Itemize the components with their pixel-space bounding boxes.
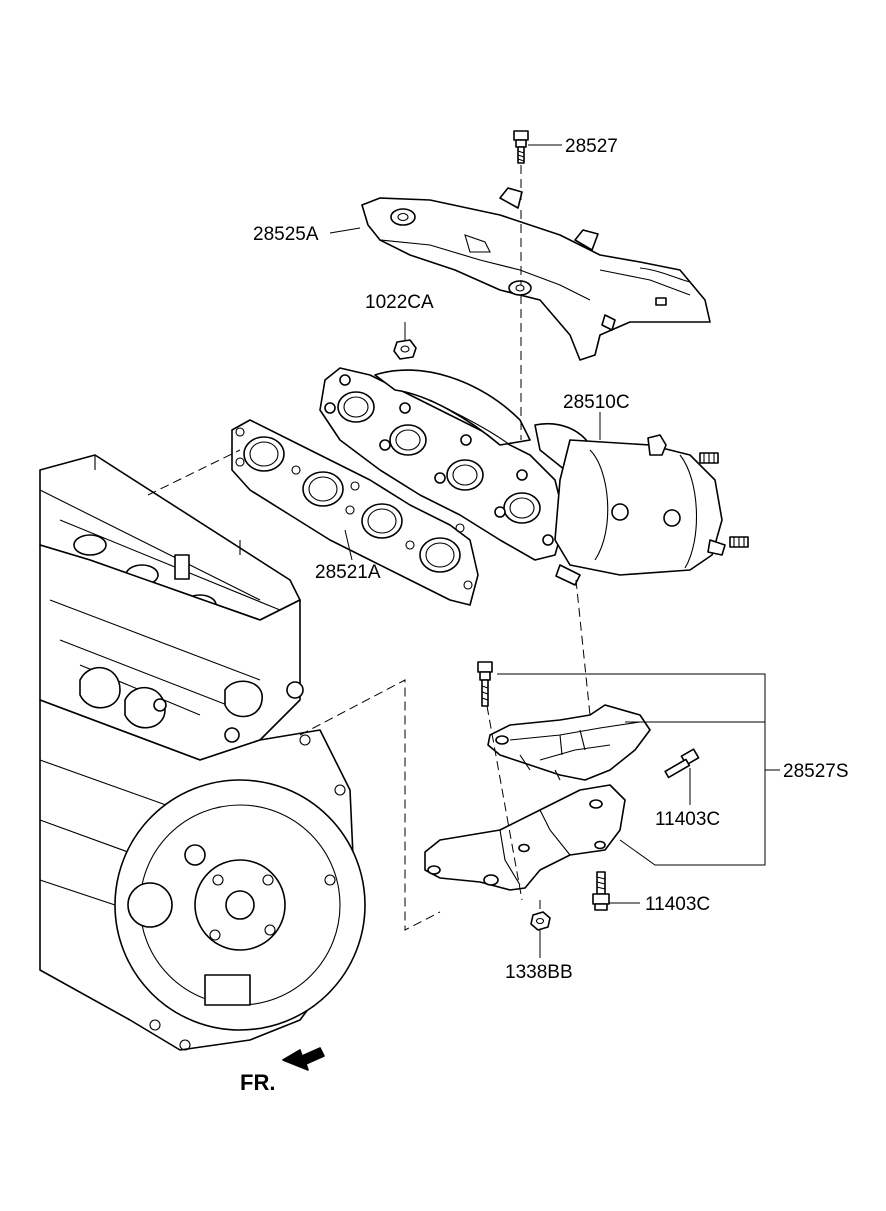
bolt-11403c-upper [664, 748, 700, 779]
assembly-lines [147, 165, 591, 931]
bracket-bolt-upper [477, 661, 493, 707]
exhaust-manifold-catalyst [319, 367, 749, 586]
callout-28510c: 28510C [563, 392, 630, 413]
front-direction-arrow [282, 1047, 325, 1071]
bolt-28527-top [513, 130, 529, 164]
front-label: FR. [240, 1070, 275, 1095]
callout-1022ca: 1022CA [365, 292, 434, 313]
lower-heat-shield [487, 704, 651, 781]
heat-shield-upper [361, 187, 711, 361]
callout-28525a: 28525A [253, 224, 319, 245]
callout-28527: 28527 [565, 136, 618, 157]
manifold-gasket [231, 419, 479, 606]
callout-28521a: 28521A [315, 562, 381, 583]
callout-labels: 28527 28525A 1022CA 28510C 28521A 28527S… [240, 136, 849, 1095]
engine-block [39, 454, 366, 1051]
nut-1022ca [393, 339, 417, 360]
support-bracket [424, 784, 626, 891]
callout-11403c-upper: 11403C [655, 809, 720, 830]
nut-1338bb [530, 911, 551, 931]
bolt-11403c-lower [592, 871, 610, 911]
leader-lines [329, 144, 780, 958]
callout-28527s: 28527S [783, 761, 849, 782]
callout-1338bb: 1338BB [505, 962, 573, 983]
callout-11403c-lower: 11403C [645, 894, 710, 915]
